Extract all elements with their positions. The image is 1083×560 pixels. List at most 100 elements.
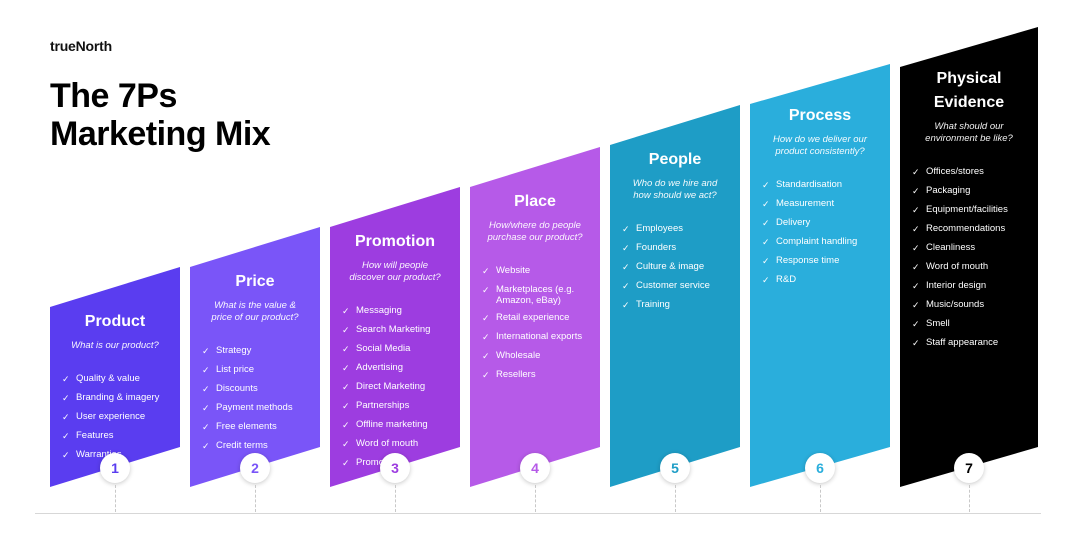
list-item: ✓Search Marketing	[342, 321, 460, 340]
column-shape	[190, 227, 320, 487]
list-item: ✓Word of mouth	[912, 258, 1038, 277]
list-item: ✓Features	[62, 427, 180, 446]
list-item-label: Payment methods	[216, 402, 293, 413]
check-icon: ✓	[202, 441, 210, 451]
list-item-label: Quality & value	[76, 373, 140, 384]
list-item: ✓Offline marketing	[342, 416, 460, 435]
list-item-label: Word of mouth	[356, 438, 419, 449]
list-item-label: Customer service	[636, 280, 710, 291]
column-title: Place	[514, 193, 556, 210]
list-item-label: User experience	[76, 411, 146, 422]
list-item: ✓Measurement	[762, 195, 890, 214]
column-title: Price	[235, 273, 275, 290]
badge-connector-line	[255, 485, 256, 512]
check-icon: ✓	[342, 458, 350, 468]
list-item-label: List price	[216, 364, 255, 375]
check-icon: ✓	[482, 351, 490, 361]
list-item: ✓R&D	[762, 271, 890, 290]
column-title: Physical Evidence	[933, 70, 1005, 111]
list-item-label: Music/sounds	[926, 299, 985, 310]
column-item-list: ✓Messaging✓Search Marketing✓Social Media…	[330, 302, 460, 473]
list-item-label: Founders	[636, 242, 677, 253]
page-title-line-2: Marketing Mix	[50, 115, 271, 153]
column-parallelogram	[330, 187, 460, 487]
list-item-label: Partnerships	[356, 400, 410, 411]
column-question: What is our product?	[71, 340, 159, 351]
check-icon: ✓	[202, 384, 210, 394]
check-icon: ✓	[912, 186, 920, 196]
check-icon: ✓	[202, 422, 210, 432]
badge-connector-line	[115, 485, 116, 512]
list-item-label: Staff appearance	[926, 337, 999, 348]
list-item: ✓User experience	[62, 408, 180, 427]
list-item: ✓Offices/stores	[912, 163, 1038, 182]
list-item: ✓ Advertising	[342, 359, 460, 378]
list-item: ✓Free elements	[202, 418, 320, 437]
check-icon: ✓	[342, 420, 350, 430]
list-item: ✓Website	[482, 262, 600, 281]
brand-logo-text: trueNorth	[50, 38, 112, 54]
check-icon: ✓	[912, 243, 920, 253]
list-item: ✓ Employees	[622, 220, 740, 239]
list-item: ✓Training	[622, 296, 740, 315]
list-item-label: Warranties	[76, 449, 122, 460]
badge-connector-line	[675, 485, 676, 512]
check-icon: ✓	[342, 363, 350, 373]
list-item-label: Strategy	[216, 345, 252, 356]
check-icon: ✓	[912, 167, 920, 177]
step-number-badge: 6	[805, 453, 835, 483]
baseline-divider	[35, 513, 1041, 514]
list-item-label: Discounts	[216, 383, 258, 394]
list-item-label: Direct Marketing	[356, 381, 426, 392]
check-icon: ✓	[482, 313, 490, 323]
check-icon: ✓	[342, 439, 350, 449]
step-number-badge: 7	[954, 453, 984, 483]
step-number-badge: 3	[380, 453, 410, 483]
list-item: ✓ International exports	[482, 328, 600, 347]
step-number-badge: 2	[240, 453, 270, 483]
check-icon: ✓	[342, 325, 350, 335]
list-item-label: Standardisation	[776, 179, 843, 190]
check-icon: ✓	[342, 344, 350, 354]
list-item: ✓ Credit terms	[202, 437, 320, 456]
list-item-label: Employees	[636, 223, 683, 234]
list-item: ✓Partnerships	[342, 397, 460, 416]
list-item-label: Measurement	[776, 198, 835, 209]
list-item: ✓Quality & value	[62, 370, 180, 389]
check-icon: ✓	[912, 262, 920, 272]
list-item-label: International exports	[496, 331, 583, 342]
check-icon: ✓	[202, 365, 210, 375]
check-icon: ✓	[912, 224, 920, 234]
list-item: ✓Branding & imagery	[62, 389, 180, 408]
column-parallelogram	[750, 64, 890, 487]
list-item-label: Interior design	[926, 280, 987, 291]
list-item-label: Messaging	[356, 305, 402, 316]
column-question: How will people discover our product?	[349, 260, 441, 283]
column-parallelogram	[50, 267, 180, 487]
check-icon: ✓	[622, 224, 630, 234]
check-icon: ✓	[482, 332, 490, 342]
check-icon: ✓	[912, 281, 920, 291]
check-icon: ✓	[482, 266, 490, 276]
list-item-label: Social Media	[356, 343, 411, 354]
list-item-label: Marketplaces (e.g. Amazon, eBay)	[496, 284, 575, 306]
list-item: ✓Packaging	[912, 182, 1038, 201]
list-item-label: Features	[76, 430, 114, 441]
list-item: ✓Wholesale	[482, 347, 600, 366]
step-number-badge: 5	[660, 453, 690, 483]
list-item-label: Credit terms	[216, 440, 268, 451]
list-item-label: Advertising	[356, 362, 403, 373]
column-title: People	[648, 151, 702, 168]
check-icon: ✓	[912, 205, 920, 215]
list-item: ✓Messaging	[342, 302, 460, 321]
list-item-label: Training	[636, 299, 670, 310]
